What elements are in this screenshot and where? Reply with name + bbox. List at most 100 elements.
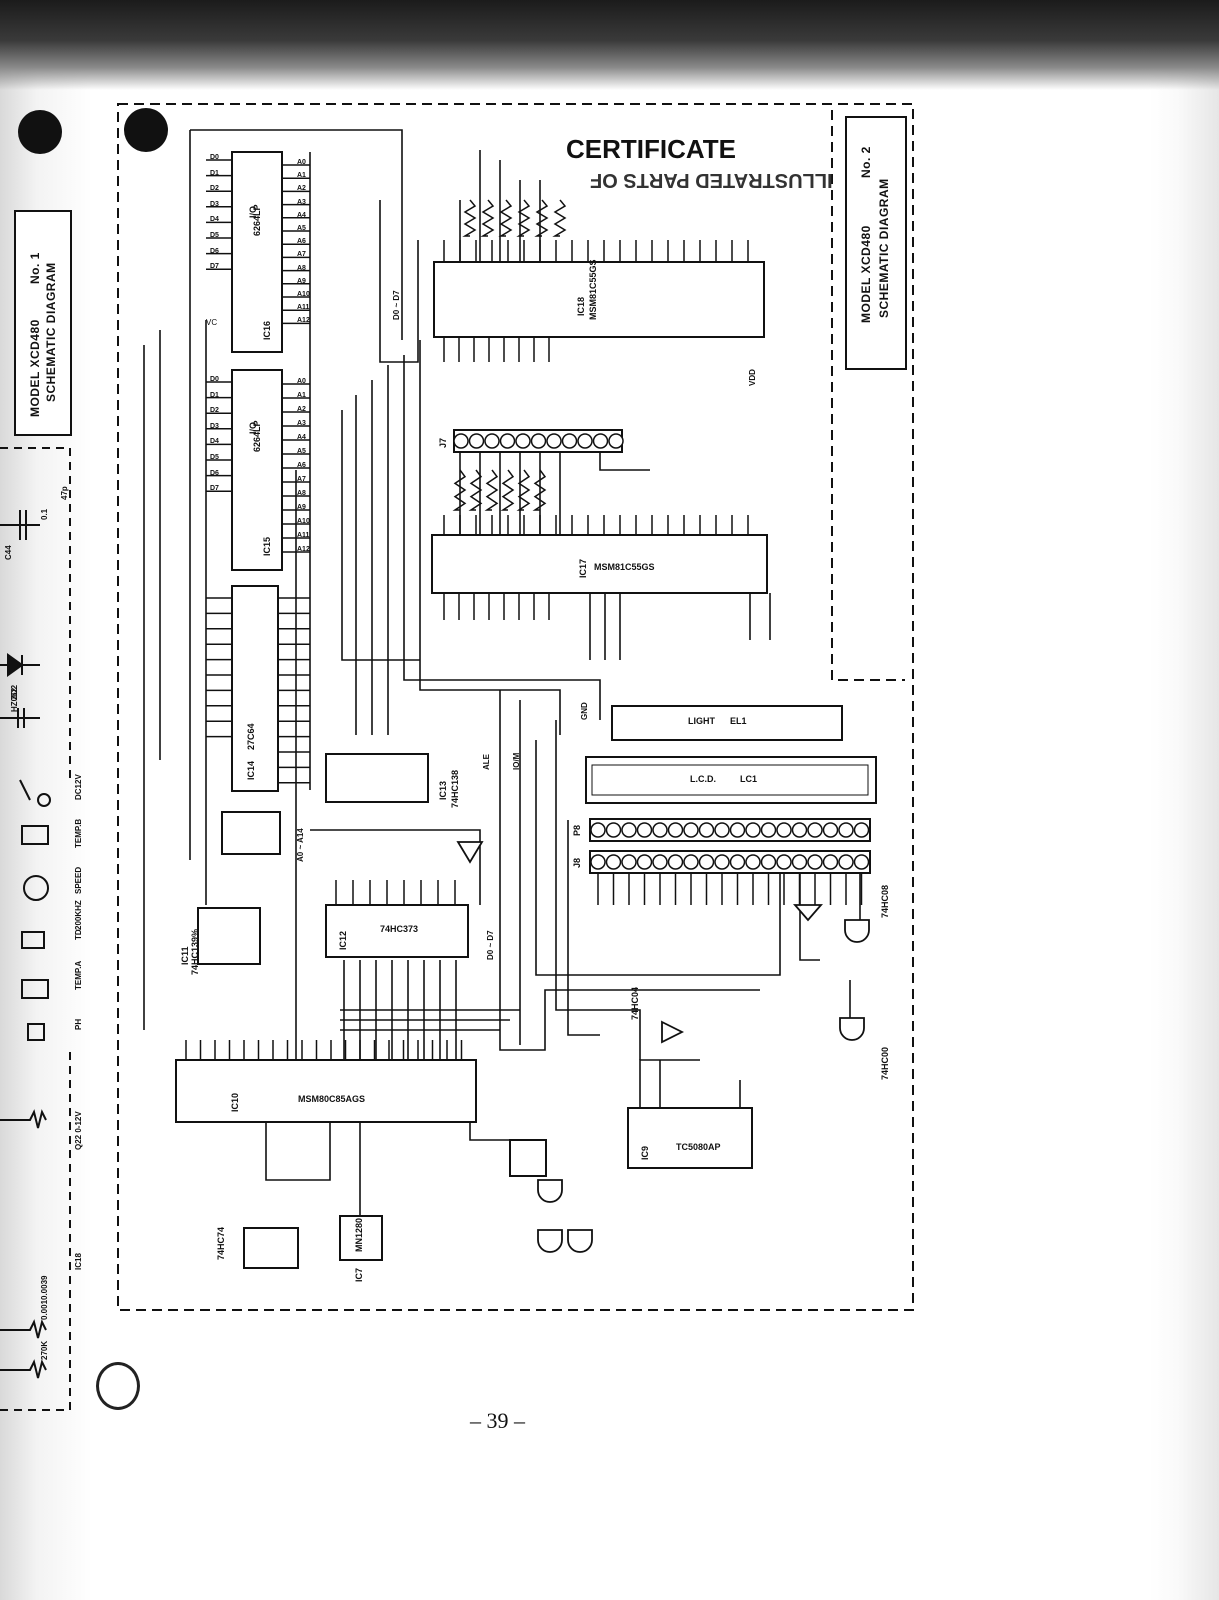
ic15-a-label: A9 — [297, 504, 306, 511]
p8-pin — [776, 822, 792, 838]
ic16-d-label: D2 — [210, 185, 219, 193]
j8-pin — [822, 854, 839, 870]
resistor-network-j7 — [468, 469, 483, 511]
p8-pin — [683, 822, 699, 838]
light-el-block — [611, 705, 843, 741]
j8-pin — [853, 854, 870, 870]
title-2-subtitle: SCHEMATIC DIAGRAM — [877, 178, 891, 318]
ic18-part: MSM81C55GS — [588, 259, 598, 320]
j8-pin — [776, 854, 792, 870]
ic15-d-label: D2 — [210, 407, 219, 415]
ic15-d-label: D0 — [210, 376, 219, 383]
ic16-d-label: D6 — [210, 247, 219, 255]
ic16-io: I/O — [248, 205, 258, 218]
light-label: LIGHT — [688, 716, 715, 726]
resistor-network-top — [516, 199, 531, 237]
ic15-a-label: A3 — [297, 420, 306, 427]
net-vc: VC — [206, 318, 218, 327]
j8-label: J8 — [572, 857, 582, 868]
ic6-part: 74HC74 — [216, 1226, 226, 1260]
ic12-part: 74HC373 — [380, 924, 419, 934]
net-gnd: GND — [580, 702, 589, 720]
left-page-label: C44 — [4, 545, 13, 560]
ic15-d-label: D4 — [210, 438, 219, 446]
left-page-label: Q22 0-12V — [74, 1111, 83, 1150]
p8-pin — [698, 822, 715, 838]
j7-pin — [546, 433, 562, 449]
ic12-body — [325, 904, 469, 958]
left-page-label: IC18 — [74, 1253, 83, 1270]
ic14-body — [231, 585, 279, 792]
p8-pin — [822, 822, 839, 838]
ic16-a-label: A0 — [297, 159, 306, 166]
j7-pin — [592, 433, 609, 449]
j8-pin — [652, 854, 668, 870]
resistor-network-top — [498, 199, 513, 237]
ic15-a-label: A8 — [297, 490, 306, 497]
ic7-part: MN1280 — [354, 1217, 364, 1252]
p8-pin — [791, 822, 808, 838]
p8-pin — [590, 822, 606, 838]
ic16-a-label: A11 — [297, 304, 310, 312]
resistor-network-top — [552, 199, 567, 237]
left-page-label: 200KHZ — [74, 900, 83, 930]
ic15-d-label: D6 — [210, 469, 219, 477]
ic15-a-label: A12 — [297, 546, 310, 553]
p8-pin — [636, 822, 653, 838]
j7-pin — [608, 433, 624, 449]
ic11-part: 74HC139% — [190, 928, 200, 975]
left-page-label: 270K — [40, 1340, 49, 1360]
ic16-a-label: A12 — [297, 317, 310, 325]
j8-pin — [745, 854, 761, 870]
left-page-label: PH — [74, 1018, 83, 1030]
left-page-label: TEMP.A — [74, 960, 83, 990]
j7-pin — [499, 433, 516, 449]
ic18-ref: IC18 — [576, 296, 586, 316]
lcd-block — [585, 756, 877, 804]
ic5-part: 74HC04 — [630, 986, 640, 1020]
resistor-network-j7 — [516, 469, 531, 511]
dashed-border — [117, 103, 914, 1311]
j8-pin — [838, 854, 854, 870]
net-data-bus-bottom: D0 ~ D7 — [486, 930, 495, 960]
title-block-2: MODEL XCD480 No. 2 SCHEMATIC DIAGRAM — [845, 116, 907, 370]
ic12-ref: IC12 — [338, 930, 348, 950]
j7-pin — [577, 433, 593, 449]
nand-gate-ic8 — [839, 1017, 865, 1041]
title-block-1: MODEL XCD480 No. 1 SCHEMATIC DIAGRAM — [14, 210, 72, 436]
ic7-ref: IC7 — [354, 1267, 364, 1282]
ic16-a-label: A5 — [297, 225, 306, 232]
j8-pin — [714, 854, 730, 870]
ic16-a-label: A9 — [297, 277, 306, 285]
ic17-ref: IC17 — [578, 558, 588, 578]
ic16-a-label: A1 — [297, 172, 306, 180]
net-data-bus-top: D0 ~ D7 — [392, 290, 401, 320]
paper-edge-right — [1149, 0, 1219, 1600]
ic15-a-label: A11 — [297, 532, 310, 539]
ic15-d-label: D1 — [210, 391, 219, 399]
nand-gate-ic8-c — [537, 1229, 563, 1253]
ic15-a-label: A0 — [297, 378, 306, 385]
j8-pin — [698, 854, 715, 870]
left-page-label: HZ062 — [10, 687, 19, 712]
ic16-a-label: A4 — [297, 211, 306, 219]
el1-label: EL1 — [730, 716, 747, 726]
j8-pin — [760, 854, 777, 870]
title-1-subtitle: SCHEMATIC DIAGRAM — [44, 262, 58, 402]
ic15-a-label: A4 — [297, 434, 306, 441]
watermark-mirrored: ILLUSTRATED PARTS OF — [590, 169, 833, 191]
left-page-label: SPEED — [74, 866, 83, 894]
j7-pin — [515, 433, 531, 449]
page-number: – 39 – — [470, 1408, 525, 1433]
p8-pin — [760, 822, 777, 838]
resistor-network-top — [462, 199, 477, 237]
nand-gate-ic8-d — [567, 1229, 593, 1253]
ic14-ref: IC14 — [246, 760, 256, 780]
ic16-a-label: A6 — [297, 238, 306, 246]
ic15-d-label: D3 — [210, 422, 219, 430]
punch-hole-icon — [124, 108, 168, 152]
lc1-label: LC1 — [740, 774, 758, 784]
p8-pin — [621, 822, 637, 838]
p8-pin — [853, 822, 870, 838]
